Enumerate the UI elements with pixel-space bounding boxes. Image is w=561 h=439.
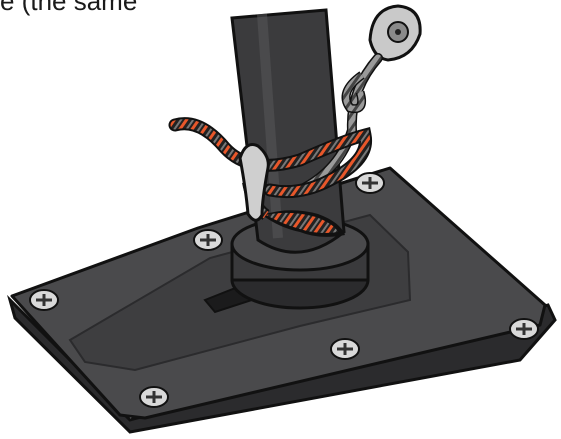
screw-icon	[140, 387, 168, 407]
screw-icon	[331, 339, 359, 359]
screw-icon	[356, 173, 384, 193]
pulley-block-icon	[370, 6, 420, 60]
screw-icon	[194, 230, 222, 250]
screw-icon	[30, 290, 58, 310]
screw-icon	[510, 319, 538, 339]
